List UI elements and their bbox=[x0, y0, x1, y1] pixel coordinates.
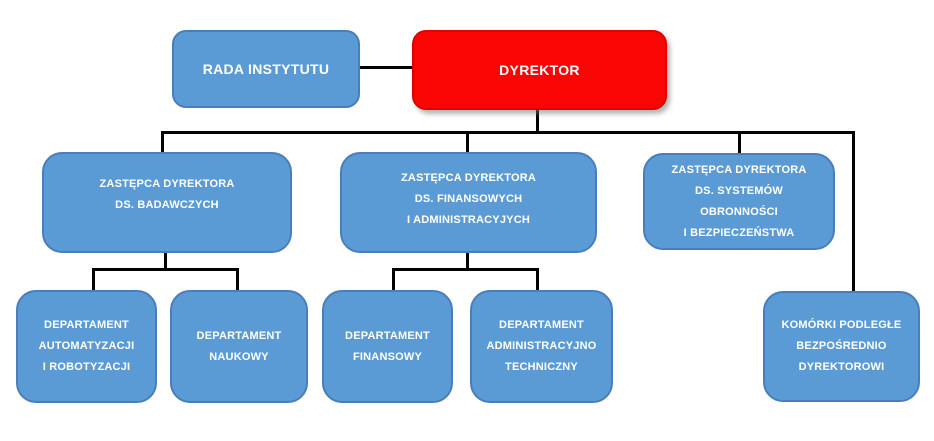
node-rada-instytutu: RADA INSTYTUTU bbox=[172, 30, 360, 108]
node-departament-naukowy: DEPARTAMENT NAUKOWY bbox=[170, 290, 308, 403]
node-label-line: DEPARTAMENT bbox=[345, 329, 430, 342]
node-label-line: I ROBOTYZACJI bbox=[42, 361, 131, 373]
node-departament-automatyzacji: DEPARTAMENT AUTOMATYZACJI I ROBOTYZACJI bbox=[16, 290, 157, 403]
node-label-line: ZASTĘPCA DYREKTORA bbox=[671, 163, 807, 176]
node-zastepca-finansowych: ZASTĘPCA DYREKTORA DS. FINANSOWYCH I ADM… bbox=[340, 152, 597, 253]
connector-badawczych-stem bbox=[164, 252, 167, 270]
connector-drop-administracyjno bbox=[536, 268, 539, 291]
connector-drop-systemow bbox=[738, 131, 741, 154]
connector-drop-automatyzacji bbox=[92, 268, 95, 291]
connector-badawczych-horizontal bbox=[92, 268, 239, 271]
node-label-line: AUTOMATYZACJI bbox=[38, 340, 135, 352]
connector-rada-dyrektor bbox=[360, 66, 412, 69]
node-label-line: OBRONNOŚCI bbox=[700, 205, 778, 218]
node-departament-finansowy: DEPARTAMENT FINANSOWY bbox=[322, 290, 453, 403]
node-label-line: FINANSOWY bbox=[352, 350, 423, 363]
node-komorki-podlegle: KOMÓRKI PODLEGŁE BEZPOŚREDNIO DYREKTOROW… bbox=[763, 291, 920, 402]
connector-drop-komorki bbox=[852, 131, 855, 292]
connector-finansowych-stem bbox=[466, 252, 469, 270]
connector-drop-finansowych bbox=[466, 131, 469, 153]
node-label: RADA INSTYTUTU bbox=[202, 61, 330, 77]
node-label-line: DEPARTAMENT bbox=[499, 319, 584, 331]
node-label-line: DEPARTAMENT bbox=[44, 319, 129, 331]
connector-main-horizontal bbox=[161, 131, 855, 134]
node-label-line: ZASTĘPCA DYREKTORA bbox=[99, 177, 235, 190]
node-label-line: I BEZPIECZEŃSTWA bbox=[683, 226, 795, 239]
node-label-line: DS. BADAWCZYCH bbox=[115, 198, 219, 211]
node-zastepca-systemow: ZASTĘPCA DYREKTORA DS. SYSTEMÓW OBRONNOŚ… bbox=[643, 153, 835, 250]
node-departament-administracyjno: DEPARTAMENT ADMINISTRACYJNO TECHNICZNY bbox=[470, 290, 613, 403]
node-zastepca-badawczych: ZASTĘPCA DYREKTORA DS. BADAWCZYCH bbox=[42, 152, 292, 253]
node-label-line: DYREKTOROWI bbox=[798, 361, 885, 373]
connector-drop-badawczych bbox=[161, 131, 164, 153]
connector-finansowych-horizontal bbox=[392, 268, 539, 271]
node-label-line: ZASTĘPCA DYREKTORA bbox=[401, 172, 536, 184]
connector-dyrektor-stem bbox=[536, 109, 539, 132]
connector-drop-finansowy bbox=[392, 268, 395, 291]
node-label-line: NAUKOWY bbox=[209, 350, 269, 363]
node-label-line: DS. SYSTEMÓW bbox=[695, 184, 783, 197]
node-label-line: TECHNICZNY bbox=[505, 361, 578, 373]
node-label-line: KOMÓRKI PODLEGŁE bbox=[781, 319, 902, 331]
node-label-line: DS. FINANSOWYCH bbox=[414, 193, 523, 205]
node-label-line: DEPARTAMENT bbox=[196, 329, 282, 342]
node-label-line: BEZPOŚREDNIO bbox=[796, 340, 887, 352]
node-dyrektor: DYREKTOR bbox=[412, 30, 667, 110]
node-label-line: I ADMINISTRACYJYCH bbox=[407, 214, 530, 226]
node-label-line: ADMINISTRACYJNO bbox=[486, 340, 597, 352]
node-label: DYREKTOR bbox=[499, 62, 580, 78]
connector-drop-naukowy bbox=[236, 268, 239, 291]
